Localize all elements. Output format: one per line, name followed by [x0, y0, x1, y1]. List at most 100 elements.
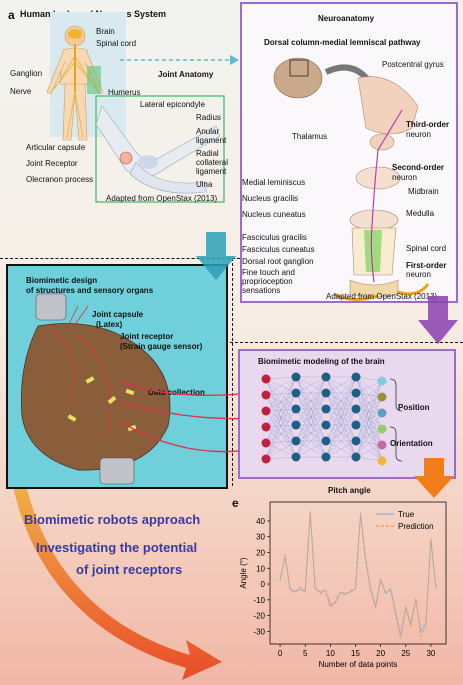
- nn-node: [291, 388, 301, 398]
- nn-connection: [295, 376, 327, 426]
- neuroanatomy-illustration: [273, 57, 430, 301]
- label-second-order-1: Second-order: [392, 163, 445, 172]
- nn-connection: [265, 440, 297, 460]
- credit-a: Adapted from OpenStax (2013): [106, 194, 218, 203]
- y-tick-label: 20: [256, 548, 265, 557]
- nn-connection: [265, 456, 297, 460]
- credit-b: Adapted from OpenStax (2013): [326, 292, 438, 301]
- label-postcentral: Postcentral gyrus: [382, 60, 444, 69]
- x-tick-label: 25: [401, 649, 410, 658]
- panel-biomimetic-design: Biomimetic design of structures and sens…: [6, 264, 228, 489]
- label-first-order-1: First-order: [406, 261, 447, 270]
- nn-connection: [265, 392, 297, 460]
- nn-node: [351, 436, 361, 446]
- nn-connection: [295, 376, 327, 442]
- nn-connection: [325, 376, 357, 426]
- nn-node: [351, 452, 361, 462]
- panel-neuroanatomy: Neuroanatomy Dorsal column-medial lemnis…: [240, 2, 458, 303]
- position-bracket: [389, 378, 403, 412]
- x-tick-label: 20: [376, 649, 385, 658]
- nn-node: [351, 420, 361, 430]
- divider-line: [230, 342, 463, 343]
- label-orientation: Orientation: [390, 439, 433, 448]
- neural-network-diagram: [261, 372, 403, 466]
- label-spinal-cord: Spinal cord: [96, 39, 137, 48]
- nn-connection: [295, 392, 327, 458]
- legend-label: True: [398, 510, 415, 519]
- y-tick-label: 10: [256, 564, 265, 573]
- nn-connection: [355, 380, 383, 442]
- label-third-order-2: neuron: [406, 130, 431, 139]
- nn-connection: [265, 376, 297, 460]
- label-fine-touch-3: sensations: [242, 286, 281, 295]
- nn-connection: [355, 380, 383, 426]
- label-dorsal-root: Dorsal root ganglion: [242, 257, 314, 266]
- y-tick-label: -10: [253, 596, 265, 605]
- nn-connection: [325, 424, 357, 458]
- nn-node: [377, 392, 387, 402]
- label-joint-receptor: Joint Receptor: [26, 159, 78, 168]
- arrow-to-neuroanatomy: [120, 55, 239, 65]
- nn-connection: [295, 408, 327, 458]
- x-tick-label: 15: [351, 649, 360, 658]
- y-tick-label: -30: [253, 627, 265, 636]
- nn-node: [261, 422, 271, 432]
- nn-node: [321, 436, 331, 446]
- nn-node: [291, 404, 301, 414]
- nn-node: [291, 452, 301, 462]
- x-tick-label: 30: [426, 649, 435, 658]
- nn-node: [321, 404, 331, 414]
- nn-connection: [325, 376, 357, 442]
- y-tick-label: 40: [256, 517, 265, 526]
- nn-connection: [325, 392, 357, 458]
- nn-node: [321, 388, 331, 398]
- tagline-line-3: of joint receptors: [76, 562, 183, 577]
- series-line-prediction: [279, 511, 437, 638]
- label-lateral-epicondyle: Lateral epicondyle: [140, 100, 205, 109]
- label-ulna: Ulna: [196, 180, 213, 189]
- label-fine-touch-2: proprioception: [242, 277, 293, 286]
- label-radial-2: collateral: [196, 158, 229, 167]
- label-spinal-cord-b: Spinal cord: [406, 244, 447, 253]
- nn-node: [321, 420, 331, 430]
- nn-connection: [355, 412, 383, 458]
- robot-joint-photo: [20, 293, 171, 485]
- label-position: Position: [398, 403, 430, 412]
- nn-node: [291, 372, 301, 382]
- nn-connection: [265, 376, 297, 412]
- nn-connection: [295, 440, 327, 458]
- nn-connection: [355, 396, 383, 458]
- label-second-order-2: neuron: [392, 173, 417, 182]
- label-radial-1: Radial: [196, 149, 219, 158]
- label-joint-capsule-2: (Latex): [96, 320, 123, 329]
- label-medial-lemniscus: Medial leminiscus: [242, 178, 306, 187]
- nn-node: [261, 438, 271, 448]
- label-joint-anatomy: Joint Anatomy: [158, 70, 214, 79]
- nn-connection: [295, 424, 327, 458]
- panel-letter-e: e: [232, 496, 239, 510]
- y-tick-label: -20: [253, 612, 265, 621]
- label-nucleus-cuneatus: Nucleus cuneatus: [242, 210, 306, 219]
- nn-connection: [325, 376, 357, 410]
- y-tick-label: 0: [261, 580, 266, 589]
- label-joint-capsule-1: Joint capsule: [92, 310, 144, 319]
- nn-connection: [265, 376, 297, 380]
- nn-connection: [355, 380, 383, 458]
- label-anular-1: Anular: [196, 127, 220, 136]
- nn-node: [351, 388, 361, 398]
- nn-node: [351, 404, 361, 414]
- y-axis-label: Angle (°): [239, 557, 248, 589]
- label-fasciculus-cuneatus: Fasciculus cuneatus: [242, 245, 315, 254]
- label-olecranon: Olecranon process: [26, 175, 94, 184]
- nn-connection: [325, 408, 357, 458]
- label-data-collection: Data collection: [148, 388, 205, 397]
- panel-e-header: Pitch angle: [328, 486, 371, 495]
- label-radial-3: ligament: [196, 167, 227, 176]
- label-joint-receptor-c-1: Joint receptor: [120, 332, 174, 341]
- nn-connection: [355, 444, 383, 458]
- label-ganglion: Ganglion: [10, 69, 43, 78]
- nn-connection: [265, 424, 297, 460]
- nn-connection: [265, 376, 297, 444]
- label-joint-receptor-c-2: (Strain gauge sensor): [120, 342, 203, 351]
